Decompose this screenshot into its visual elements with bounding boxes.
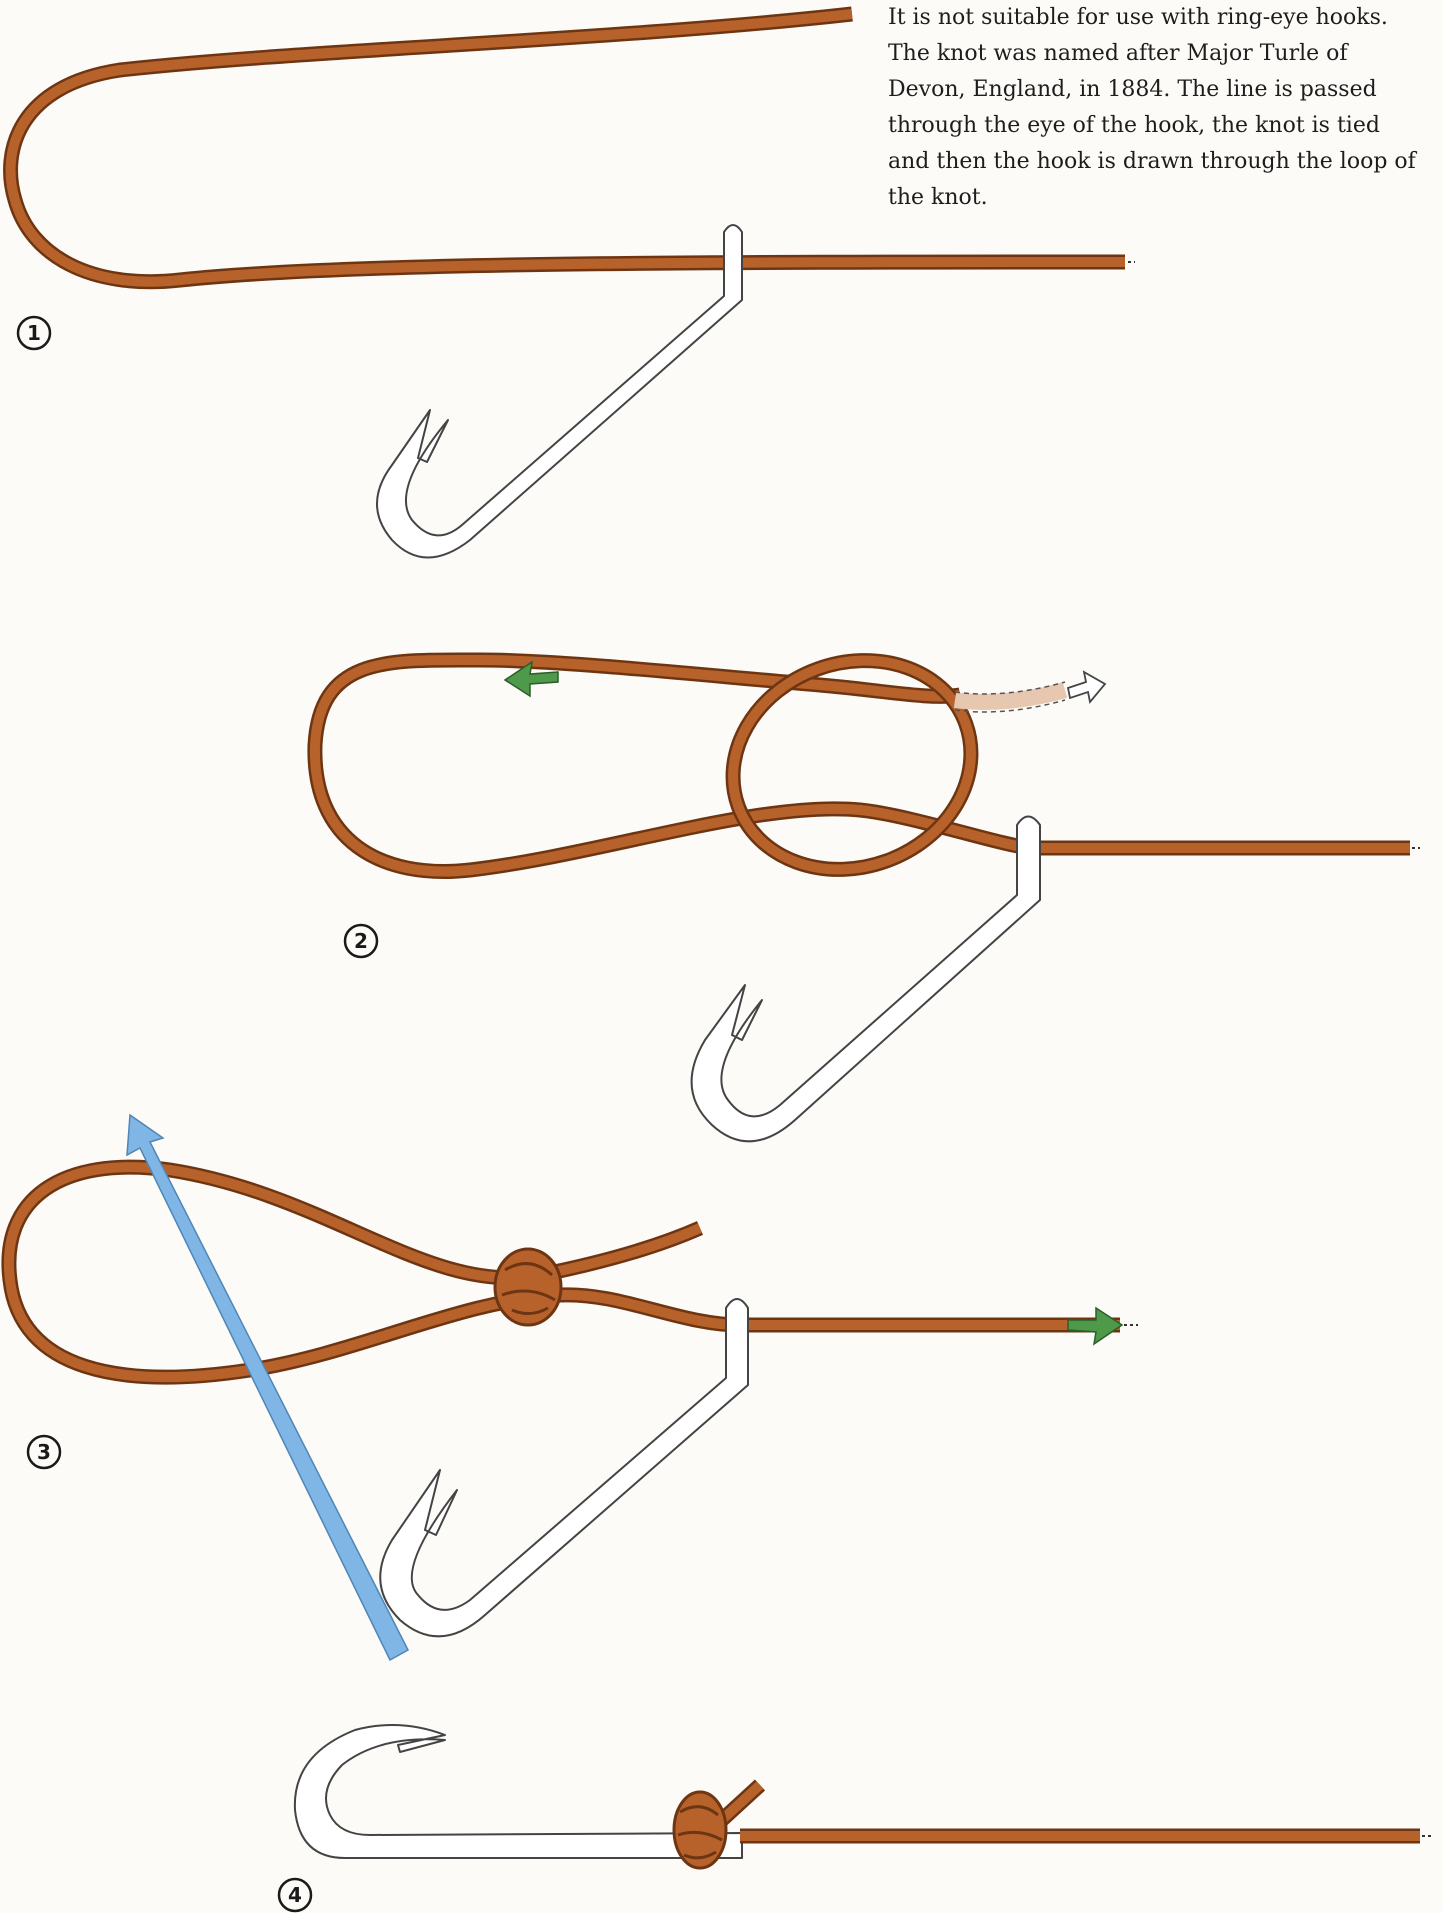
faded-tail — [955, 690, 1065, 702]
step-4-number: 4 — [288, 1883, 302, 1907]
knot-loop-fill — [703, 628, 1000, 902]
step-2-number: 2 — [354, 929, 368, 953]
knot-loop — [703, 628, 1000, 902]
step-4-illustration: 4 — [279, 1725, 1432, 1911]
step-3-illustration: 3 — [9, 1115, 1138, 1660]
fishing-line-fill — [11, 14, 1125, 282]
step-3-number: 3 — [37, 1440, 51, 1464]
fishing-line-fill — [315, 660, 1410, 872]
pull-arrow-outline-icon — [1068, 672, 1105, 702]
step-1-number: 1 — [27, 321, 41, 345]
hook-icon — [380, 1299, 748, 1636]
step-2-illustration: 2 — [315, 628, 1420, 1142]
hook-icon — [377, 225, 742, 558]
step-1-illustration: 1 — [11, 14, 1135, 558]
green-direction-arrow-icon — [1068, 1308, 1122, 1344]
fishing-line — [11, 14, 1125, 282]
